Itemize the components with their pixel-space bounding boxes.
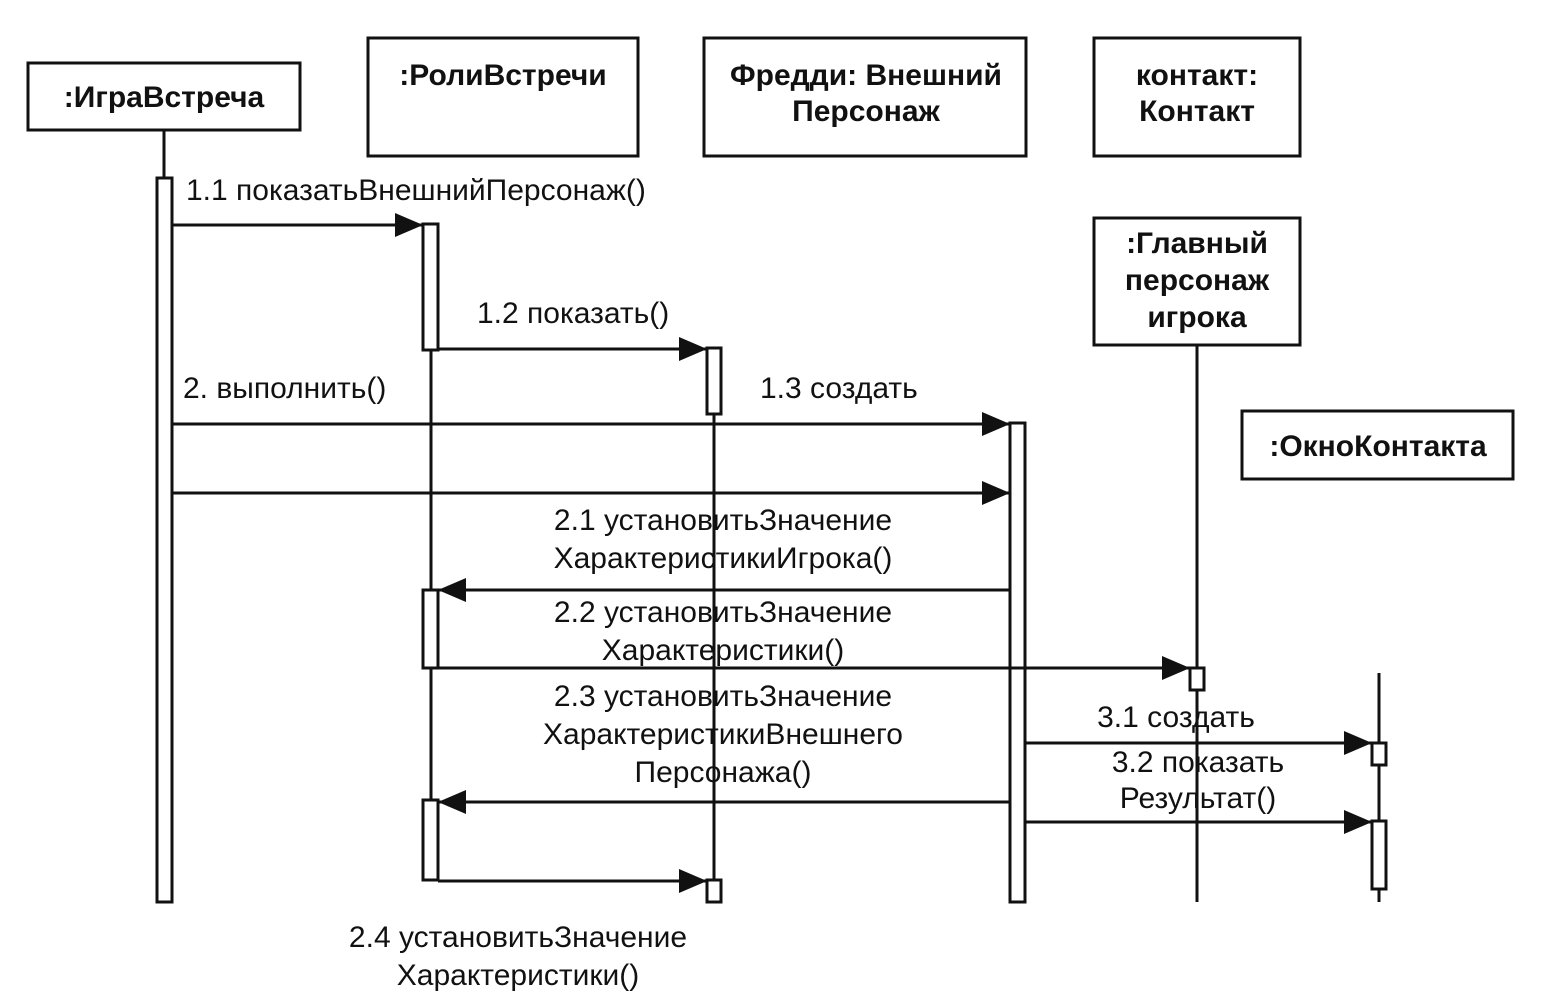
message-labels: 1.1 показатьВнешнийПерсонаж() 1.2 показа…	[183, 174, 1284, 992]
object-box-igra	[26, 61, 302, 132]
object-boxes	[26, 36, 1515, 481]
message-label-2: 2. выполнить()	[183, 372, 386, 405]
activation-roli-3	[421, 798, 440, 882]
message-label-1-1: 1.1 показатьВнешнийПерсонаж()	[186, 174, 646, 207]
activation-roli-2	[421, 588, 440, 670]
activation-bars	[155, 176, 1388, 904]
object-box-roli	[366, 36, 640, 158]
activation-okno-1	[1370, 741, 1388, 767]
activation-roli-1	[421, 222, 440, 352]
object-labels: :ИграВстреча :РолиВстречи Фредди: Внешни…	[64, 59, 1487, 463]
object-box-okno	[1240, 409, 1515, 481]
activation-freddi-2	[705, 878, 723, 904]
activation-glavny	[1188, 666, 1206, 692]
activation-igra	[155, 176, 174, 904]
object-label-roli: :РолиВстречи	[399, 59, 607, 92]
object-label-kontakt: контакт:Контакт	[1136, 59, 1258, 128]
object-box-glavny	[1092, 216, 1302, 347]
message-arrows	[172, 213, 1372, 893]
object-label-okno: :ОкноКонтакта	[1269, 430, 1487, 463]
object-label-igra: :ИграВстреча	[64, 81, 265, 114]
object-box-kontakt	[1092, 36, 1302, 158]
message-label-1-2: 1.2 показать()	[477, 297, 669, 330]
activation-okno-2	[1370, 819, 1388, 891]
lifelines	[162, 130, 1381, 902]
object-box-freddi	[702, 36, 1028, 158]
message-label-3-1: 3.1 создать	[1097, 701, 1255, 734]
activation-kontakt	[1008, 421, 1027, 904]
message-label-1-3: 1.3 создать	[760, 372, 918, 405]
activation-freddi-1	[705, 346, 723, 416]
